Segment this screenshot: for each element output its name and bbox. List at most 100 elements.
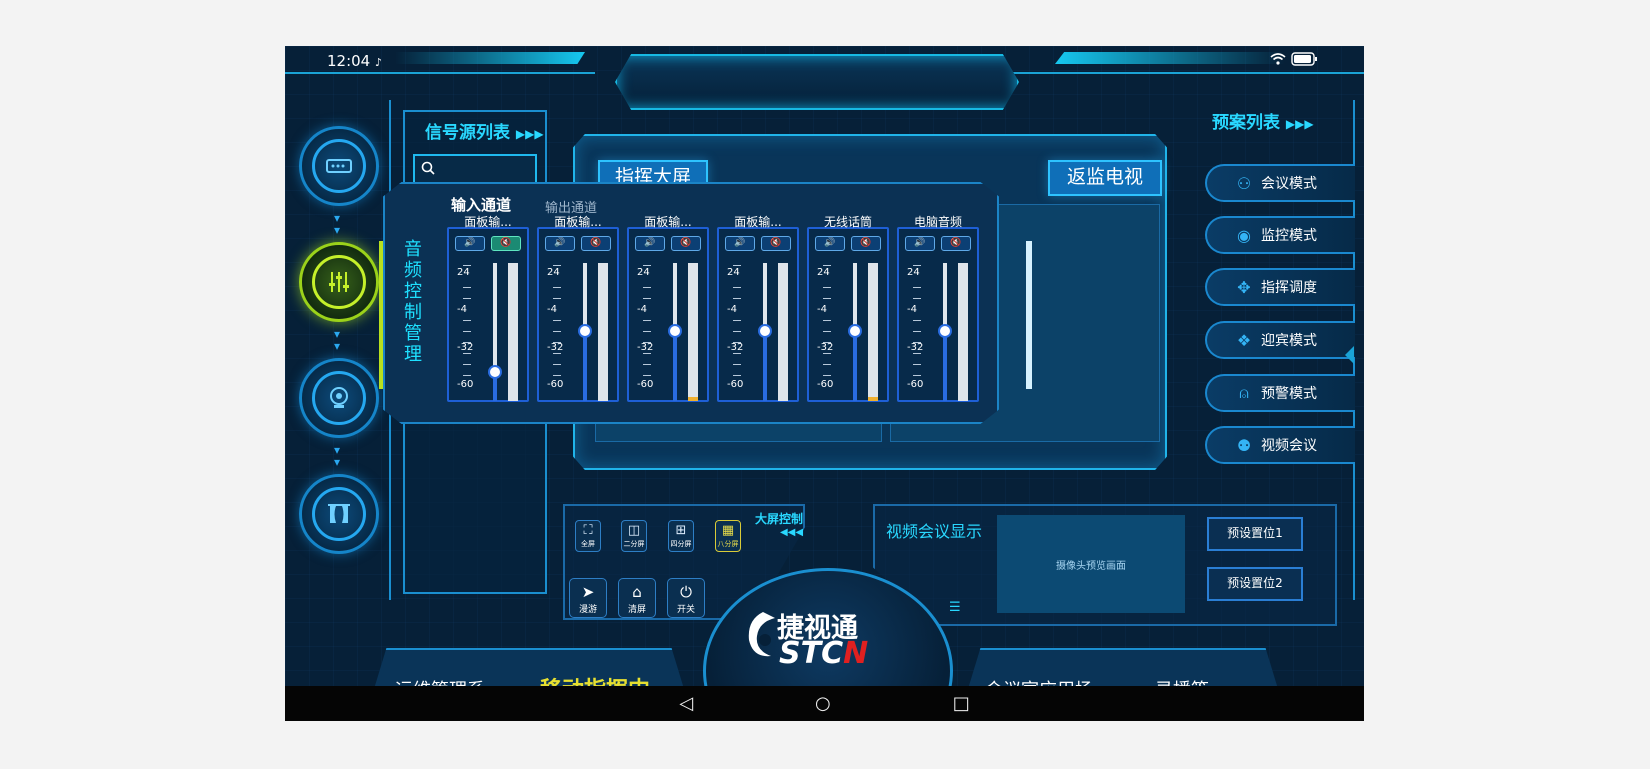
nav-audio-button[interactable] bbox=[299, 242, 379, 322]
volume-slider[interactable] bbox=[938, 263, 952, 401]
scale-label: -4 bbox=[907, 304, 917, 315]
volume-slider[interactable] bbox=[758, 263, 772, 401]
power-button[interactable]: ⏻开关 bbox=[667, 578, 705, 618]
level-scale: 24-4-32-60 bbox=[727, 259, 749, 390]
mode-video-conference-button[interactable]: ⚉视频会议 bbox=[1205, 426, 1355, 464]
speaker-on-icon[interactable]: 🔊 bbox=[725, 236, 755, 251]
channel-name: 面板输... bbox=[734, 215, 782, 229]
roam-button[interactable]: ➤漫游 bbox=[569, 578, 607, 618]
tab-output-channels[interactable]: 输出通道 bbox=[545, 201, 598, 216]
scale-tick bbox=[913, 364, 921, 365]
volume-knob[interactable] bbox=[848, 324, 862, 338]
scale-label: -4 bbox=[817, 304, 827, 315]
speaker-on-icon[interactable]: 🔊 bbox=[545, 236, 575, 251]
preset-1-button[interactable]: 预设置位1 bbox=[1207, 517, 1303, 551]
scale-tick bbox=[643, 265, 651, 266]
meeting-icon: ⚇ bbox=[1236, 173, 1252, 193]
channel-name: 电脑音频 bbox=[913, 215, 962, 229]
level-meter bbox=[958, 263, 968, 401]
volume-fill bbox=[493, 373, 497, 401]
plan-list-title: 预案列表 ▶▶▶ bbox=[1212, 113, 1314, 133]
speaker-on-icon[interactable]: 🔊 bbox=[455, 236, 485, 251]
preset-2-button[interactable]: 预设置位2 bbox=[1207, 567, 1303, 601]
monitor-tv-button[interactable]: 返监电视 bbox=[1048, 160, 1162, 196]
speaker-on-icon[interactable]: 🔊 bbox=[815, 236, 845, 251]
left-nav: ▾▾ ▾▾ ▾▾ bbox=[299, 126, 379, 554]
layout-split4-button[interactable]: ⊞四分屏 bbox=[668, 520, 694, 552]
scale-tick bbox=[733, 375, 741, 376]
mute-button[interactable]: 🔇 bbox=[941, 236, 971, 251]
mode-alarm-button[interactable]: ⍝预警模式 bbox=[1205, 374, 1355, 412]
level-meter bbox=[508, 263, 518, 401]
layout-fullscreen-button[interactable]: ⛶全屏 bbox=[575, 520, 601, 552]
volume-fill bbox=[763, 332, 767, 401]
scale-tick bbox=[553, 331, 561, 332]
volume-slider[interactable] bbox=[668, 263, 682, 401]
back-icon[interactable]: ◁ bbox=[679, 693, 694, 714]
mute-button[interactable]: 🔇 bbox=[491, 236, 521, 251]
channel-strip: 无线话筒🔊🔇24-4-32-60 bbox=[807, 215, 889, 402]
search-input[interactable] bbox=[413, 154, 537, 184]
scale-tick bbox=[553, 364, 561, 365]
arrow-right-icon: ▶▶▶ bbox=[515, 127, 544, 141]
scale-tick bbox=[823, 331, 831, 332]
collapse-arrow-icon[interactable] bbox=[1345, 346, 1354, 364]
speaker-on-icon[interactable]: 🔊 bbox=[635, 236, 665, 251]
volume-knob[interactable] bbox=[578, 324, 592, 338]
volume-slider[interactable] bbox=[848, 263, 862, 401]
mode-label: 指挥调度 bbox=[1261, 280, 1317, 296]
scale-tick bbox=[553, 298, 561, 299]
scale-tick bbox=[553, 342, 561, 343]
recent-apps-icon[interactable]: □ bbox=[952, 693, 970, 714]
scale-tick bbox=[463, 353, 471, 354]
nav-camera-button[interactable] bbox=[299, 358, 379, 438]
audio-title-char: 理 bbox=[404, 344, 422, 365]
volume-fill bbox=[583, 332, 587, 401]
scale-label: -60 bbox=[547, 379, 564, 390]
audio-scroll-handle[interactable] bbox=[1026, 241, 1032, 389]
mode-dispatch-button[interactable]: ✥指挥调度 bbox=[1205, 268, 1355, 306]
scale-tick bbox=[733, 353, 741, 354]
layout-split2-button[interactable]: ◫二分屏 bbox=[621, 520, 647, 552]
home-icon[interactable]: ○ bbox=[815, 693, 831, 714]
mode-meeting-button[interactable]: ⚇会议模式 bbox=[1205, 164, 1355, 202]
nav-curtain-button[interactable] bbox=[299, 474, 379, 554]
layout-split8-button[interactable]: ▦八分屏 bbox=[715, 520, 741, 552]
level-scale: 24-4-32-60 bbox=[637, 259, 659, 390]
level-scale: 24-4-32-60 bbox=[547, 259, 569, 390]
split2-icon: ◫ bbox=[627, 523, 641, 538]
menu-icon[interactable]: ☰ bbox=[949, 600, 961, 615]
volume-knob[interactable] bbox=[758, 324, 772, 338]
mode-monitor-button[interactable]: ◉监控模式 bbox=[1205, 216, 1355, 254]
fullscreen-icon: ⛶ bbox=[583, 523, 593, 538]
audio-title-char: 管 bbox=[404, 323, 422, 344]
volume-slider[interactable] bbox=[578, 263, 592, 401]
speaker-on-icon[interactable]: 🔊 bbox=[905, 236, 935, 251]
scale-label: -60 bbox=[907, 379, 924, 390]
scale-label: 24 bbox=[457, 267, 470, 278]
tab-input-channels[interactable]: 输入通道 bbox=[451, 196, 512, 214]
scale-tick bbox=[823, 353, 831, 354]
volume-knob[interactable] bbox=[938, 324, 952, 338]
clear-screen-button[interactable]: ⌂清屏 bbox=[618, 578, 656, 618]
action-label: 开关 bbox=[676, 605, 695, 615]
nav-device-button[interactable] bbox=[299, 126, 379, 206]
audio-title-char: 制 bbox=[404, 302, 422, 323]
mode-welcome-button[interactable]: ❖迎宾模式 bbox=[1205, 321, 1355, 359]
mute-button[interactable]: 🔇 bbox=[671, 236, 701, 251]
scale-tick bbox=[553, 265, 561, 266]
volume-slider[interactable] bbox=[488, 263, 502, 401]
scale-tick bbox=[463, 375, 471, 376]
volume-knob[interactable] bbox=[668, 324, 682, 338]
mute-button[interactable]: 🔇 bbox=[851, 236, 881, 251]
scale-tick bbox=[733, 331, 741, 332]
scale-tick bbox=[823, 265, 831, 266]
curtain-icon bbox=[328, 504, 350, 523]
scale-label: -60 bbox=[727, 379, 744, 390]
mute-button[interactable]: 🔇 bbox=[761, 236, 791, 251]
level-meter bbox=[778, 263, 788, 401]
volume-knob[interactable] bbox=[488, 365, 502, 379]
scale-tick bbox=[913, 265, 921, 266]
arrow-right-icon: ▶▶▶ bbox=[1285, 117, 1314, 131]
mute-button[interactable]: 🔇 bbox=[581, 236, 611, 251]
